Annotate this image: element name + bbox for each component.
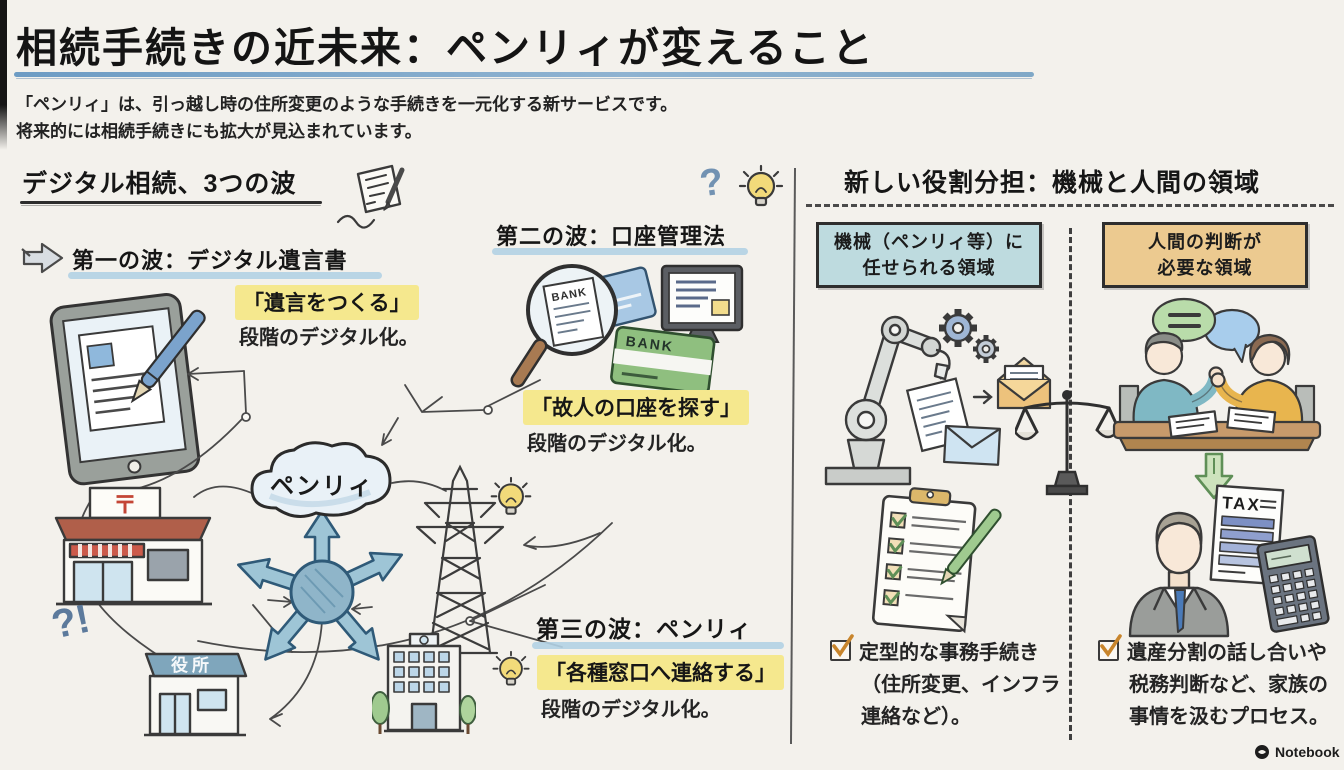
notebook-logo-icon [1255, 745, 1269, 759]
balance-scale-icon [1015, 390, 1119, 496]
human-box-line1: 人間の判断が [1148, 231, 1262, 252]
waves-heading-underline [20, 201, 322, 204]
question-doodle: ? [697, 160, 726, 206]
subtitle-line2: 将来的には相続手続きにも拡大が見込まれています。 [16, 122, 422, 141]
subtitle-line1: 「ペンリィ」は、引っ越し時の住所変更のような手続きを一元化する新サービスです。 [16, 95, 678, 114]
penri-cloud: ペンリィ [250, 441, 392, 519]
lightbulb-icon [490, 476, 532, 515]
machine-note-line1: 定型的な事務手続き [859, 642, 1039, 664]
waves-heading: デジタル相続、3つの波 [22, 170, 297, 198]
city-office-icon: 役所 [144, 652, 248, 737]
human-note-line1: 遺産分割の話し合いや [1127, 642, 1327, 664]
tax-professional-illustration: TAX [1128, 484, 1330, 638]
lightbulb-icon [738, 164, 784, 207]
hub-arrows [237, 509, 404, 661]
machine-box-line1: 機械（ペンリィ等）に [834, 231, 1024, 252]
wave2-title: 第二の波：口座管理法 [496, 224, 727, 249]
bank-search-illustration: BANK BANK [510, 264, 744, 395]
lightbulb-icon [492, 650, 530, 686]
machine-note-line2: （住所変更、インフラ [861, 674, 1061, 696]
human-domain-box: 人間の判断が 必要な領域 [1102, 222, 1308, 288]
title-underline [14, 72, 1034, 77]
svg-text:TAX: TAX [1221, 493, 1261, 515]
watermark-label: Notebook [1275, 744, 1340, 760]
roles-heading-underline [806, 204, 1334, 207]
office-building-icon [372, 632, 476, 734]
robot-arm-illustration [824, 309, 1052, 486]
memo-pencil-icon [336, 164, 405, 229]
wave2-caption: 段階のデジタル化。 [527, 433, 707, 455]
human-note: 遺産分割の話し合いや 税務判断など、家族の 事情を汲むプロセス。 [1098, 634, 1329, 733]
machine-domain-box: 機械（ペンリィ等）に 任せられる領域 [816, 222, 1042, 288]
wave1-caption: 段階のデジタル化。 [239, 327, 419, 349]
svg-text:ペンリィ: ペンリィ [270, 473, 374, 500]
human-box-line2: 必要な領域 [1157, 258, 1253, 278]
svg-text:BANK: BANK [625, 333, 675, 355]
page-title: 相続手続きの近未来：ペンリィが変えること [16, 25, 875, 71]
wave3-highlight: 「各種窓口へ連絡する」 [537, 655, 784, 690]
arrow-right-icon [21, 242, 64, 274]
svg-text:〒: 〒 [113, 492, 137, 519]
machine-box-line2: 任せられる領域 [862, 258, 996, 278]
tablet-will-icon [49, 292, 206, 486]
wave1-underline [68, 272, 382, 279]
wave2-underline [492, 248, 748, 255]
machine-note-line3: 連絡など）。 [861, 706, 971, 728]
human-note-line2: 税務判断など、家族の [1129, 674, 1328, 696]
wave1-title: 第一の波：デジタル遺言書 [72, 248, 348, 273]
edge-artifact [0, 0, 7, 150]
wave2-highlight: 「故人の口座を探す」 [523, 390, 749, 425]
roles-heading: 新しい役割分担：機械と人間の領域 [844, 169, 1261, 197]
human-note-line3: 事情を汲むプロセス。 [1129, 706, 1329, 728]
watermark: Notebook [1254, 744, 1340, 760]
checkbox-icon [1098, 634, 1122, 661]
checklist-clipboard-icon [871, 487, 1002, 634]
wave1-highlight: 「遺言をつくる」 [235, 285, 419, 320]
post-office-icon: 〒 [54, 486, 212, 606]
family-discussion-illustration [1112, 297, 1322, 452]
machine-note: 定型的な事務手続き （住所変更、インフラ 連絡など）。 [830, 634, 1061, 733]
power-pylon-icon [415, 464, 505, 655]
wave3-title: 第三の波：ペンリィ [536, 616, 752, 642]
svg-text:役所: 役所 [171, 655, 213, 675]
checkbox-icon [830, 634, 854, 661]
wave3-underline [532, 642, 784, 649]
wave3-caption: 段階のデジタル化。 [541, 699, 721, 721]
